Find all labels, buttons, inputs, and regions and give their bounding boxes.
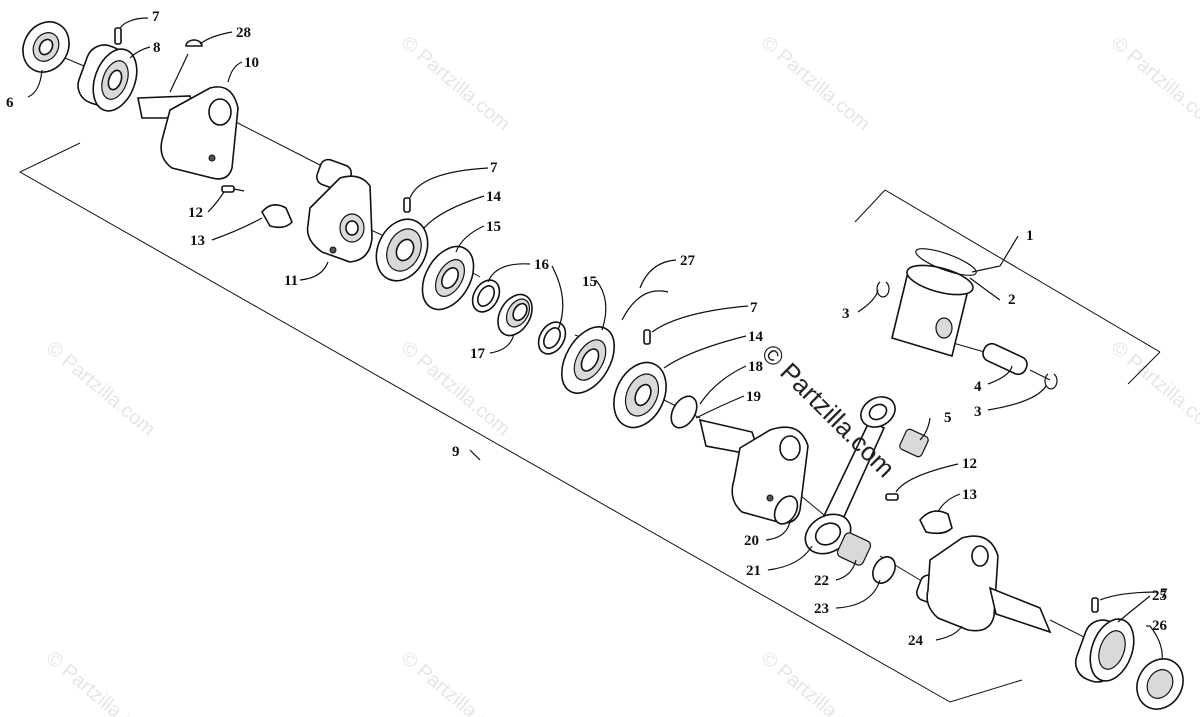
main-bearing-right (1074, 618, 1135, 683)
watermark: © Partzilla.com (757, 647, 874, 717)
watermark: © Partzilla.com (1107, 337, 1200, 440)
callout-7: 7 (750, 300, 758, 316)
callout-10: 10 (244, 55, 259, 71)
callout-3: 3 (974, 404, 982, 420)
watermark: © Partzilla.com (42, 337, 159, 440)
callout-23: 23 (814, 601, 829, 617)
screw-left (221, 185, 245, 193)
balance-weight-left (261, 204, 293, 229)
right-crank-half (916, 535, 1052, 634)
callout-7: 7 (1160, 586, 1168, 602)
dowel-pin-1 (114, 27, 122, 45)
callout-12: 12 (962, 456, 977, 472)
screw-right (885, 493, 899, 501)
big-end-bearing (836, 532, 872, 566)
callout-5: 5 (944, 410, 952, 426)
callout-14: 14 (486, 189, 502, 205)
thrust-washer-1 (773, 495, 799, 525)
callout-11: 11 (284, 273, 298, 289)
labyrinth-seal (497, 293, 533, 337)
piston-assembly-bracket (854, 189, 1161, 385)
crank-seal-2 (560, 326, 616, 394)
small-end-bearing (899, 428, 929, 458)
watermark: © Partzilla.com (397, 647, 514, 717)
watermark: © Partzilla.com (42, 647, 159, 717)
callout-19: 19 (746, 389, 761, 405)
callout-14: 14 (748, 329, 764, 345)
oil-seal-left (22, 21, 70, 73)
callout-1: 1 (1026, 228, 1034, 244)
spacer-ring-2 (537, 321, 567, 355)
callout-18: 18 (748, 359, 763, 375)
callout-3: 3 (842, 306, 850, 322)
oil-seal-right (1136, 658, 1184, 710)
main-bearing-left (77, 44, 138, 112)
dowel-pin-2 (403, 197, 411, 213)
callout-22: 22 (814, 573, 829, 589)
callout-9: 9 (452, 444, 460, 460)
callout-2: 2 (1008, 292, 1016, 308)
crank-seal-1 (421, 245, 475, 311)
connecting-rod (804, 396, 896, 555)
circlip-right (1044, 373, 1058, 390)
watermark: © Partzilla.com (397, 32, 514, 135)
piston-ring (915, 248, 977, 276)
crank-web-left-inner (306, 158, 373, 263)
piston (891, 264, 974, 358)
callout-27: 27 (680, 253, 696, 269)
leader-lines (27, 17, 1163, 661)
callout-26: 26 (1152, 618, 1168, 634)
dowel-pin-3 (643, 329, 651, 345)
callout-7: 7 (490, 160, 498, 176)
dowel-pin-4 (1091, 597, 1099, 613)
callout-12: 12 (188, 205, 203, 221)
callout-13: 13 (962, 487, 977, 503)
thrust-washer-2 (872, 556, 896, 584)
callout-17: 17 (470, 346, 486, 362)
callout-21: 21 (746, 563, 761, 579)
crankshaft-assembly-bracket (18, 142, 1023, 703)
woodruff-key (185, 39, 203, 47)
left-crank-half (137, 86, 239, 180)
callout-labels: 1 2 3 3 4 5 6 7 7 7 7 8 9 10 11 12 12 13… (6, 9, 1168, 649)
circlip-left (876, 281, 890, 298)
callout-7: 7 (152, 9, 160, 25)
o-ring (670, 395, 698, 429)
watermark: © Partzilla.com (757, 32, 874, 135)
watermark: © Partzilla.com (397, 337, 514, 440)
main-bearing-3 (613, 361, 667, 429)
callout-8: 8 (153, 40, 161, 56)
callout-28: 28 (236, 25, 251, 41)
callout-13: 13 (190, 233, 205, 249)
retaining-ring (621, 290, 669, 321)
main-bearing-2 (375, 218, 429, 282)
callout-15: 15 (486, 219, 501, 235)
callout-6: 6 (6, 95, 14, 111)
spacer-ring-1 (471, 279, 501, 313)
balance-weight-right (919, 510, 953, 535)
callout-15: 15 (582, 274, 597, 290)
callout-25: 25 (1152, 588, 1167, 604)
callout-4: 4 (974, 379, 982, 395)
callout-20: 20 (744, 533, 759, 549)
watermark: © Partzilla.com (1107, 32, 1200, 135)
piston-pin (982, 342, 1028, 376)
callout-16: 16 (534, 257, 550, 273)
callout-24: 24 (908, 633, 924, 649)
